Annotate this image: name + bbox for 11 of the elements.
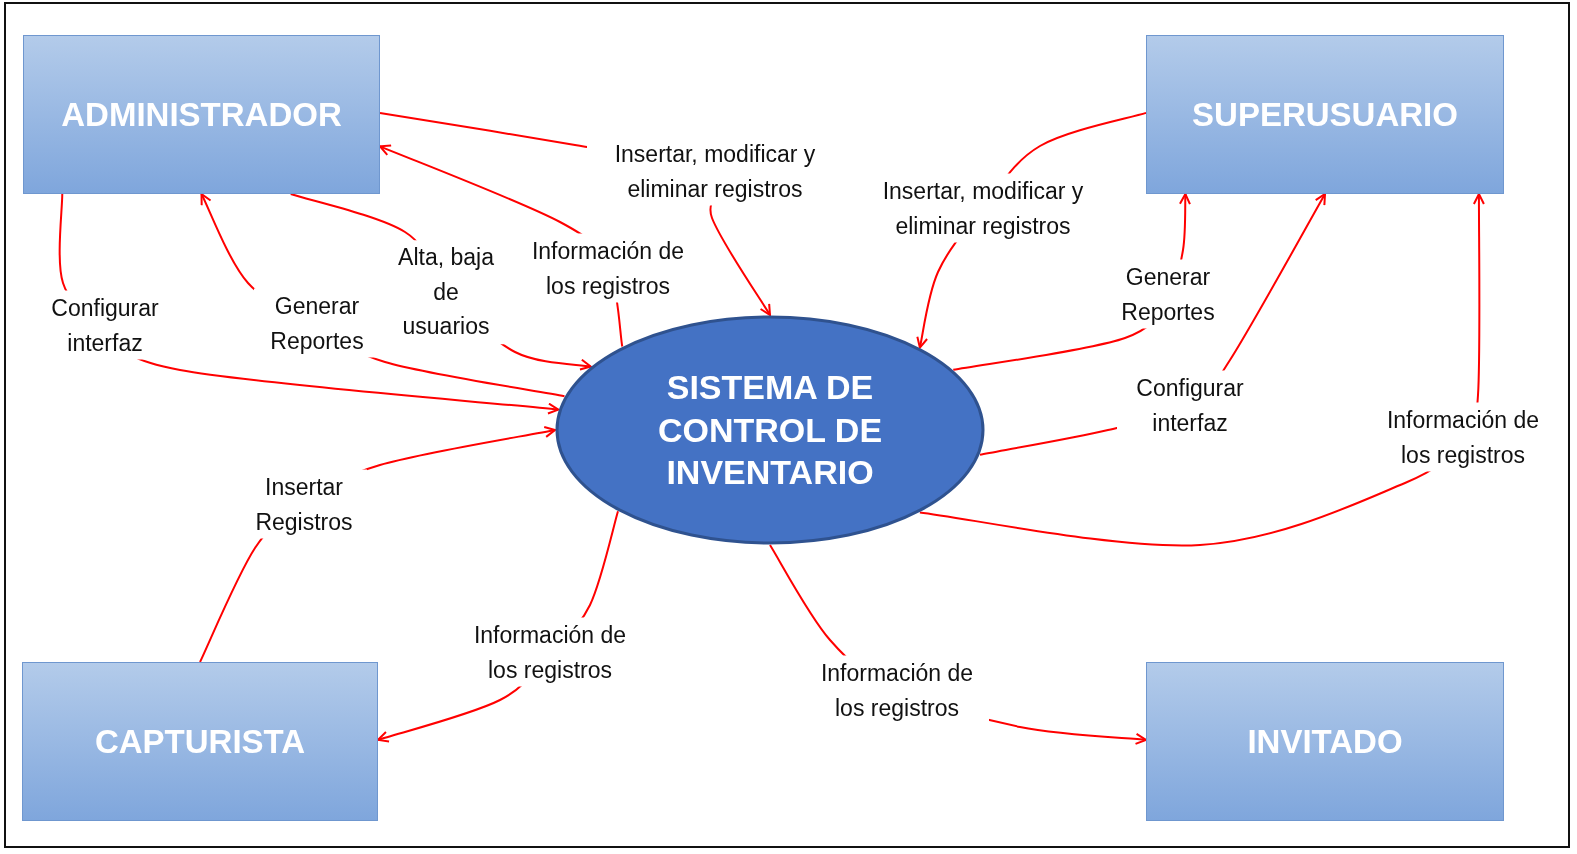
arrow	[918, 193, 1485, 547]
node-title: ADMINISTRADOR	[60, 94, 343, 135]
node-title: SISTEMA DE CONTROL DE INVENTARIO	[656, 367, 884, 494]
actor-box	[1146, 35, 1504, 194]
actor-box	[1146, 662, 1504, 821]
node-title: SUPERUSUARIO	[1191, 94, 1459, 135]
node-title: INVITADO	[1246, 721, 1404, 762]
system-ellipse	[555, 315, 985, 545]
node-title: CAPTURISTA	[93, 721, 307, 762]
actor-box	[22, 662, 378, 821]
actor-box	[23, 35, 380, 194]
